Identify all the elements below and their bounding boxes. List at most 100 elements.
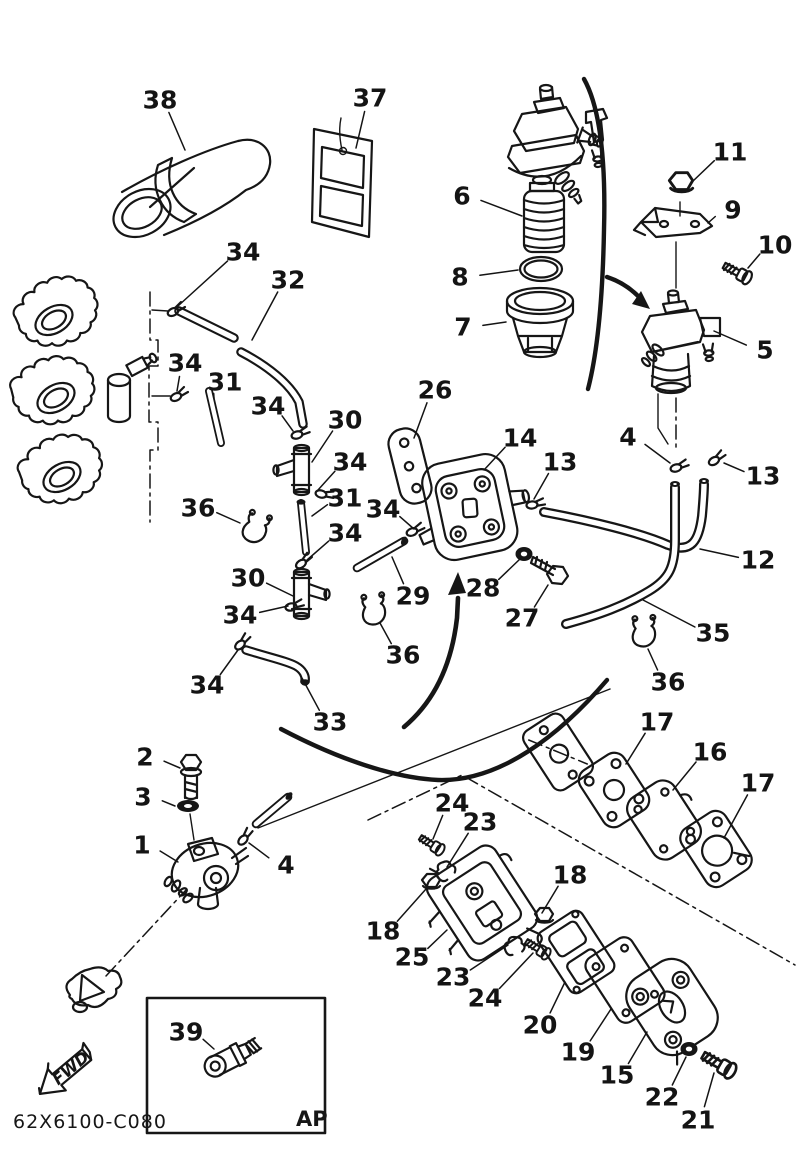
leader-line — [159, 850, 179, 863]
leader-line — [161, 800, 176, 807]
callout-24: 24 — [432, 789, 469, 840]
filter-bracket — [632, 206, 714, 239]
callout-38: 38 — [143, 86, 186, 151]
callout-number: 24 — [468, 984, 503, 1013]
leader-line — [642, 599, 696, 628]
fuel-joint-bolt-2 — [179, 753, 203, 801]
leader-line — [251, 291, 279, 341]
callout-34: 34 — [177, 238, 261, 307]
callout-number: 34 — [226, 238, 261, 267]
leader-line — [707, 215, 717, 224]
leader-line — [311, 503, 329, 517]
callout-19: 19 — [561, 1008, 612, 1067]
hose-33 — [241, 645, 310, 686]
intake-silencer — [112, 138, 272, 239]
callout-number: 28 — [466, 574, 501, 603]
callout-number: 34 — [333, 448, 368, 477]
fuel-pump — [418, 452, 531, 562]
callout-number: 11 — [713, 138, 748, 167]
callout-number: 32 — [271, 266, 306, 295]
leader-line — [168, 111, 186, 151]
callout-number: 20 — [523, 1011, 558, 1040]
bracket-screw — [719, 258, 755, 287]
leader-line — [589, 1008, 612, 1042]
leader-line — [396, 888, 427, 922]
callout-number: 18 — [366, 917, 401, 946]
intake-port-2 — [36, 381, 76, 415]
callout-14: 14 — [483, 424, 537, 471]
callout-28: 28 — [466, 558, 521, 603]
callout-5: 5 — [713, 330, 774, 365]
cover-washer-22 — [679, 1040, 699, 1058]
callout-10: 10 — [747, 231, 792, 269]
leader-line — [202, 1038, 215, 1050]
leader-line — [248, 842, 270, 859]
hose-31b — [296, 499, 310, 556]
pump-bolt-27 — [529, 555, 570, 586]
callout-34: 34 — [306, 519, 363, 561]
callout-number: 18 — [553, 861, 588, 890]
leader-line — [379, 622, 393, 645]
callout-34: 34 — [190, 649, 239, 700]
pump-washer-28 — [514, 545, 534, 563]
filter-elbow — [698, 316, 722, 338]
leader-line — [306, 540, 330, 561]
tee-fitting-30 — [272, 443, 313, 497]
callout-number: 23 — [463, 808, 498, 837]
callout-21: 21 — [681, 1072, 716, 1135]
callout-number: 34 — [168, 349, 203, 378]
callout-number: 30 — [328, 406, 363, 435]
leader-line — [498, 952, 534, 990]
callout-number: 34 — [328, 519, 363, 548]
inset-code-label: AP — [296, 1107, 328, 1131]
tee-fitting-30b — [290, 567, 331, 621]
leader-line — [258, 605, 289, 614]
callout-number: 23 — [436, 963, 471, 992]
plug-39 — [203, 1036, 263, 1078]
callout-number: 36 — [386, 641, 421, 670]
callout-number: 15 — [600, 1061, 635, 1090]
callout-number: 25 — [395, 943, 430, 972]
nut-11 — [667, 171, 695, 194]
callout-number: 8 — [451, 263, 468, 292]
grouping-brace — [581, 76, 607, 392]
callout-7: 7 — [454, 313, 507, 342]
clamp-bracket-part — [65, 966, 123, 1014]
callout-number: 5 — [756, 336, 773, 365]
clip-34-b — [168, 385, 190, 404]
callout-number: 16 — [693, 738, 728, 767]
leader-line — [163, 760, 181, 769]
cover-screw-21 — [697, 1046, 740, 1082]
callout-8: 8 — [451, 263, 519, 292]
callout-16: 16 — [672, 738, 728, 791]
inset-box: AP — [145, 996, 328, 1135]
callout-2: 2 — [136, 743, 181, 772]
leader-line — [482, 321, 507, 327]
leader-line — [219, 649, 239, 676]
callout-6: 6 — [453, 182, 523, 217]
callout-15: 15 — [600, 1031, 648, 1090]
leader-line — [446, 832, 469, 868]
callout-23: 23 — [436, 944, 509, 992]
fwd-arrow: FWD — [37, 1041, 93, 1095]
leader-line — [391, 556, 405, 585]
hose-32 — [174, 306, 308, 429]
leader-line — [549, 981, 566, 1014]
callout-number: 21 — [681, 1106, 716, 1135]
leader-line — [671, 1056, 687, 1086]
fuel-pump-cover-15 — [625, 957, 719, 1066]
callout-24: 24 — [468, 952, 534, 1013]
callout-32: 32 — [251, 266, 306, 341]
carb-group-boundary — [367, 774, 796, 966]
caution-label — [310, 117, 374, 239]
block-fitting-cylinder — [106, 352, 158, 424]
connector-guide-line — [105, 889, 187, 977]
callout-18: 18 — [366, 888, 427, 946]
callout-33: 33 — [301, 677, 347, 737]
leader-line — [699, 548, 740, 559]
callout-4: 4 — [248, 842, 295, 880]
callout-31: 31 — [208, 368, 242, 399]
leader-line — [533, 472, 550, 500]
callout-31: 31 — [311, 484, 362, 517]
